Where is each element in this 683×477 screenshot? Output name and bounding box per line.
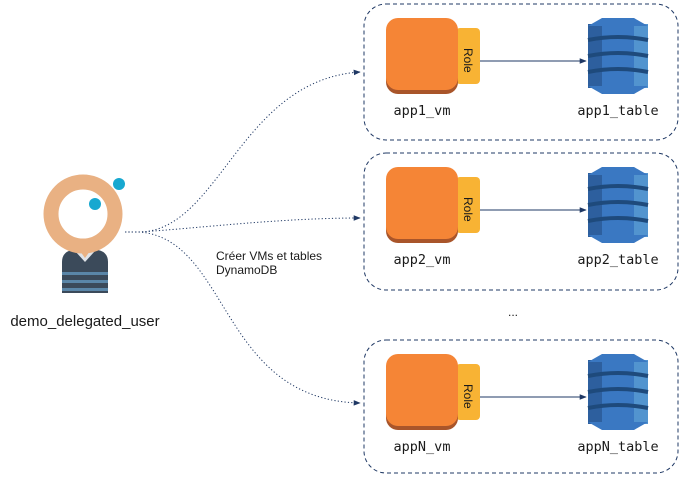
dynamodb-icon[interactable] — [587, 167, 649, 243]
user-icon — [43, 174, 125, 293]
vm-body — [386, 354, 458, 426]
table-label: app1_table — [577, 103, 658, 119]
role-label: Role — [461, 384, 475, 409]
dynamodb-segment — [602, 167, 618, 243]
dynamodb-band — [587, 67, 649, 74]
dynamodb-band — [587, 51, 649, 58]
user-label: demo_delegated_user — [10, 313, 159, 330]
edges — [125, 69, 361, 406]
accent-dot-inner — [89, 198, 101, 210]
vm-icon[interactable]: Role — [386, 354, 480, 430]
dynamodb-top — [588, 167, 648, 175]
dynamodb-band — [587, 200, 649, 207]
dynamodb-icon[interactable] — [587, 18, 649, 94]
dynamodb-band — [587, 35, 649, 42]
dynamodb-band — [587, 184, 649, 191]
vm-icon[interactable]: Role — [386, 167, 480, 243]
dynamodb-band — [587, 387, 649, 394]
group-border — [363, 339, 679, 474]
shirt-stripe — [62, 288, 108, 291]
vm-label: app2_vm — [394, 252, 451, 268]
group-border — [363, 152, 679, 291]
dynamodb-band — [587, 403, 649, 410]
role-tab — [456, 177, 480, 233]
edge-to-appN[interactable] — [125, 231, 361, 406]
app-group-2: Role app2_vm app2_table — [363, 152, 679, 291]
edge-label-line1: Créer VMs et tables — [216, 249, 322, 263]
edge-to-app1[interactable] — [125, 69, 361, 233]
dynamodb-bottom — [588, 422, 648, 430]
app-group-3: Role appN_vm appN_table — [363, 339, 679, 474]
role-tab — [456, 28, 480, 84]
vm-body — [386, 18, 458, 90]
dynamodb-segment — [602, 18, 618, 94]
dynamodb-band — [587, 216, 649, 223]
table-label: app2_table — [577, 252, 658, 268]
table-label: appN_table — [577, 439, 658, 455]
vm-icon[interactable]: Role — [386, 18, 480, 94]
vm-label: appN_vm — [394, 439, 451, 455]
edge-label-line2: DynamoDB — [216, 263, 277, 277]
role-tab — [456, 364, 480, 420]
user-head — [43, 174, 123, 254]
ellipsis: ... — [508, 305, 518, 319]
dynamodb-top — [588, 354, 648, 362]
dynamodb-segment — [618, 354, 634, 430]
dynamodb-segment — [618, 18, 634, 94]
shirt-stripe — [62, 272, 108, 275]
app-group-1: Role app1_vm app1_table — [363, 3, 679, 141]
shirt-stripe — [62, 280, 108, 283]
dynamodb-bottom — [588, 235, 648, 243]
dynamodb-top — [588, 18, 648, 26]
edge-to-app2[interactable] — [125, 215, 361, 233]
role-label: Role — [461, 197, 475, 222]
accent-dot-outer — [113, 178, 125, 190]
dynamodb-bottom — [588, 86, 648, 94]
group-border — [363, 3, 679, 141]
dynamodb-band — [587, 371, 649, 378]
dynamodb-icon[interactable] — [587, 354, 649, 430]
role-label: Role — [461, 48, 475, 73]
vm-label: app1_vm — [394, 103, 451, 119]
dynamodb-segment — [618, 167, 634, 243]
dynamodb-segment — [602, 354, 618, 430]
vm-body — [386, 167, 458, 239]
